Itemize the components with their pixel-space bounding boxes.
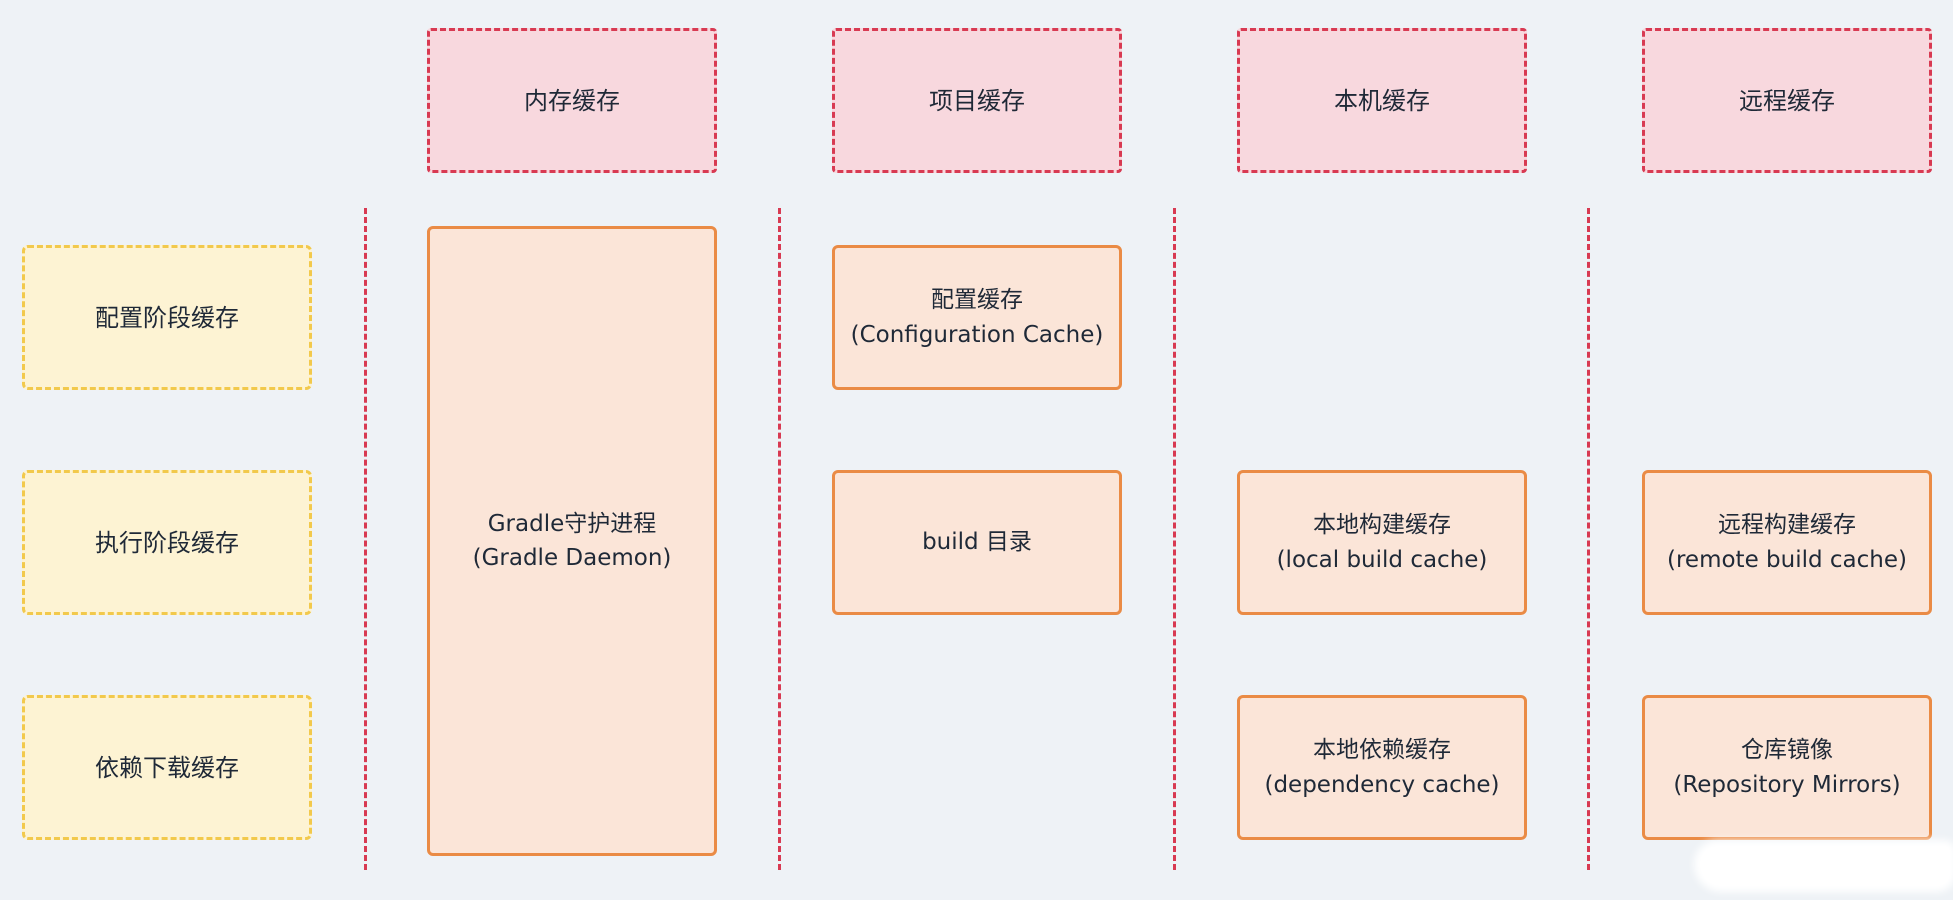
column-divider-4	[1587, 208, 1590, 870]
configuration-cache-title: 配置缓存	[931, 287, 1023, 313]
gradle-daemon-subtitle: (Gradle Daemon)	[472, 545, 672, 571]
build-directory-title: build 目录	[922, 529, 1032, 556]
gradle-daemon-title: Gradle守护进程	[487, 510, 657, 537]
stage-download-cache-label: 依赖下载缓存	[95, 753, 239, 782]
stage-config-cache: 配置阶段缓存	[22, 245, 312, 390]
header-project-cache: 项目缓存	[832, 28, 1122, 173]
header-memory-cache: 内存缓存	[427, 28, 717, 173]
configuration-cache-box: 配置缓存 (Configuration Cache)	[832, 245, 1122, 390]
repository-mirrors-title: 仓库镜像	[1741, 737, 1833, 763]
local-build-cache-title: 本地构建缓存	[1313, 512, 1451, 538]
white-smudge	[1700, 846, 1950, 886]
repository-mirrors-box: 仓库镜像 (Repository Mirrors)	[1642, 695, 1932, 840]
header-memory-cache-label: 内存缓存	[524, 86, 620, 115]
remote-build-cache-title: 远程构建缓存	[1718, 512, 1856, 538]
header-local-cache: 本机缓存	[1237, 28, 1527, 173]
stage-execute-cache-label: 执行阶段缓存	[95, 528, 239, 557]
build-directory-box: build 目录	[832, 470, 1122, 615]
stage-config-cache-label: 配置阶段缓存	[95, 303, 239, 332]
column-divider-1	[364, 208, 367, 870]
dependency-cache-title: 本地依赖缓存	[1313, 737, 1451, 763]
local-build-cache-box: 本地构建缓存 (local build cache)	[1237, 470, 1527, 615]
stage-execute-cache: 执行阶段缓存	[22, 470, 312, 615]
gradle-daemon-box: Gradle守护进程 (Gradle Daemon)	[427, 226, 717, 856]
repository-mirrors-subtitle: (Repository Mirrors)	[1673, 771, 1901, 798]
header-remote-cache-label: 远程缓存	[1739, 86, 1835, 115]
local-build-cache-subtitle: (local build cache)	[1276, 546, 1488, 573]
configuration-cache-subtitle: (Configuration Cache)	[850, 321, 1104, 348]
remote-build-cache-box: 远程构建缓存 (remote build cache)	[1642, 470, 1932, 615]
header-local-cache-label: 本机缓存	[1334, 86, 1430, 115]
dependency-cache-subtitle: (dependency cache)	[1264, 771, 1500, 798]
header-project-cache-label: 项目缓存	[929, 86, 1025, 115]
remote-build-cache-subtitle: (remote build cache)	[1667, 546, 1907, 573]
dependency-cache-box: 本地依赖缓存 (dependency cache)	[1237, 695, 1527, 840]
header-remote-cache: 远程缓存	[1642, 28, 1932, 173]
column-divider-3	[1173, 208, 1176, 870]
stage-download-cache: 依赖下载缓存	[22, 695, 312, 840]
column-divider-2	[778, 208, 781, 870]
